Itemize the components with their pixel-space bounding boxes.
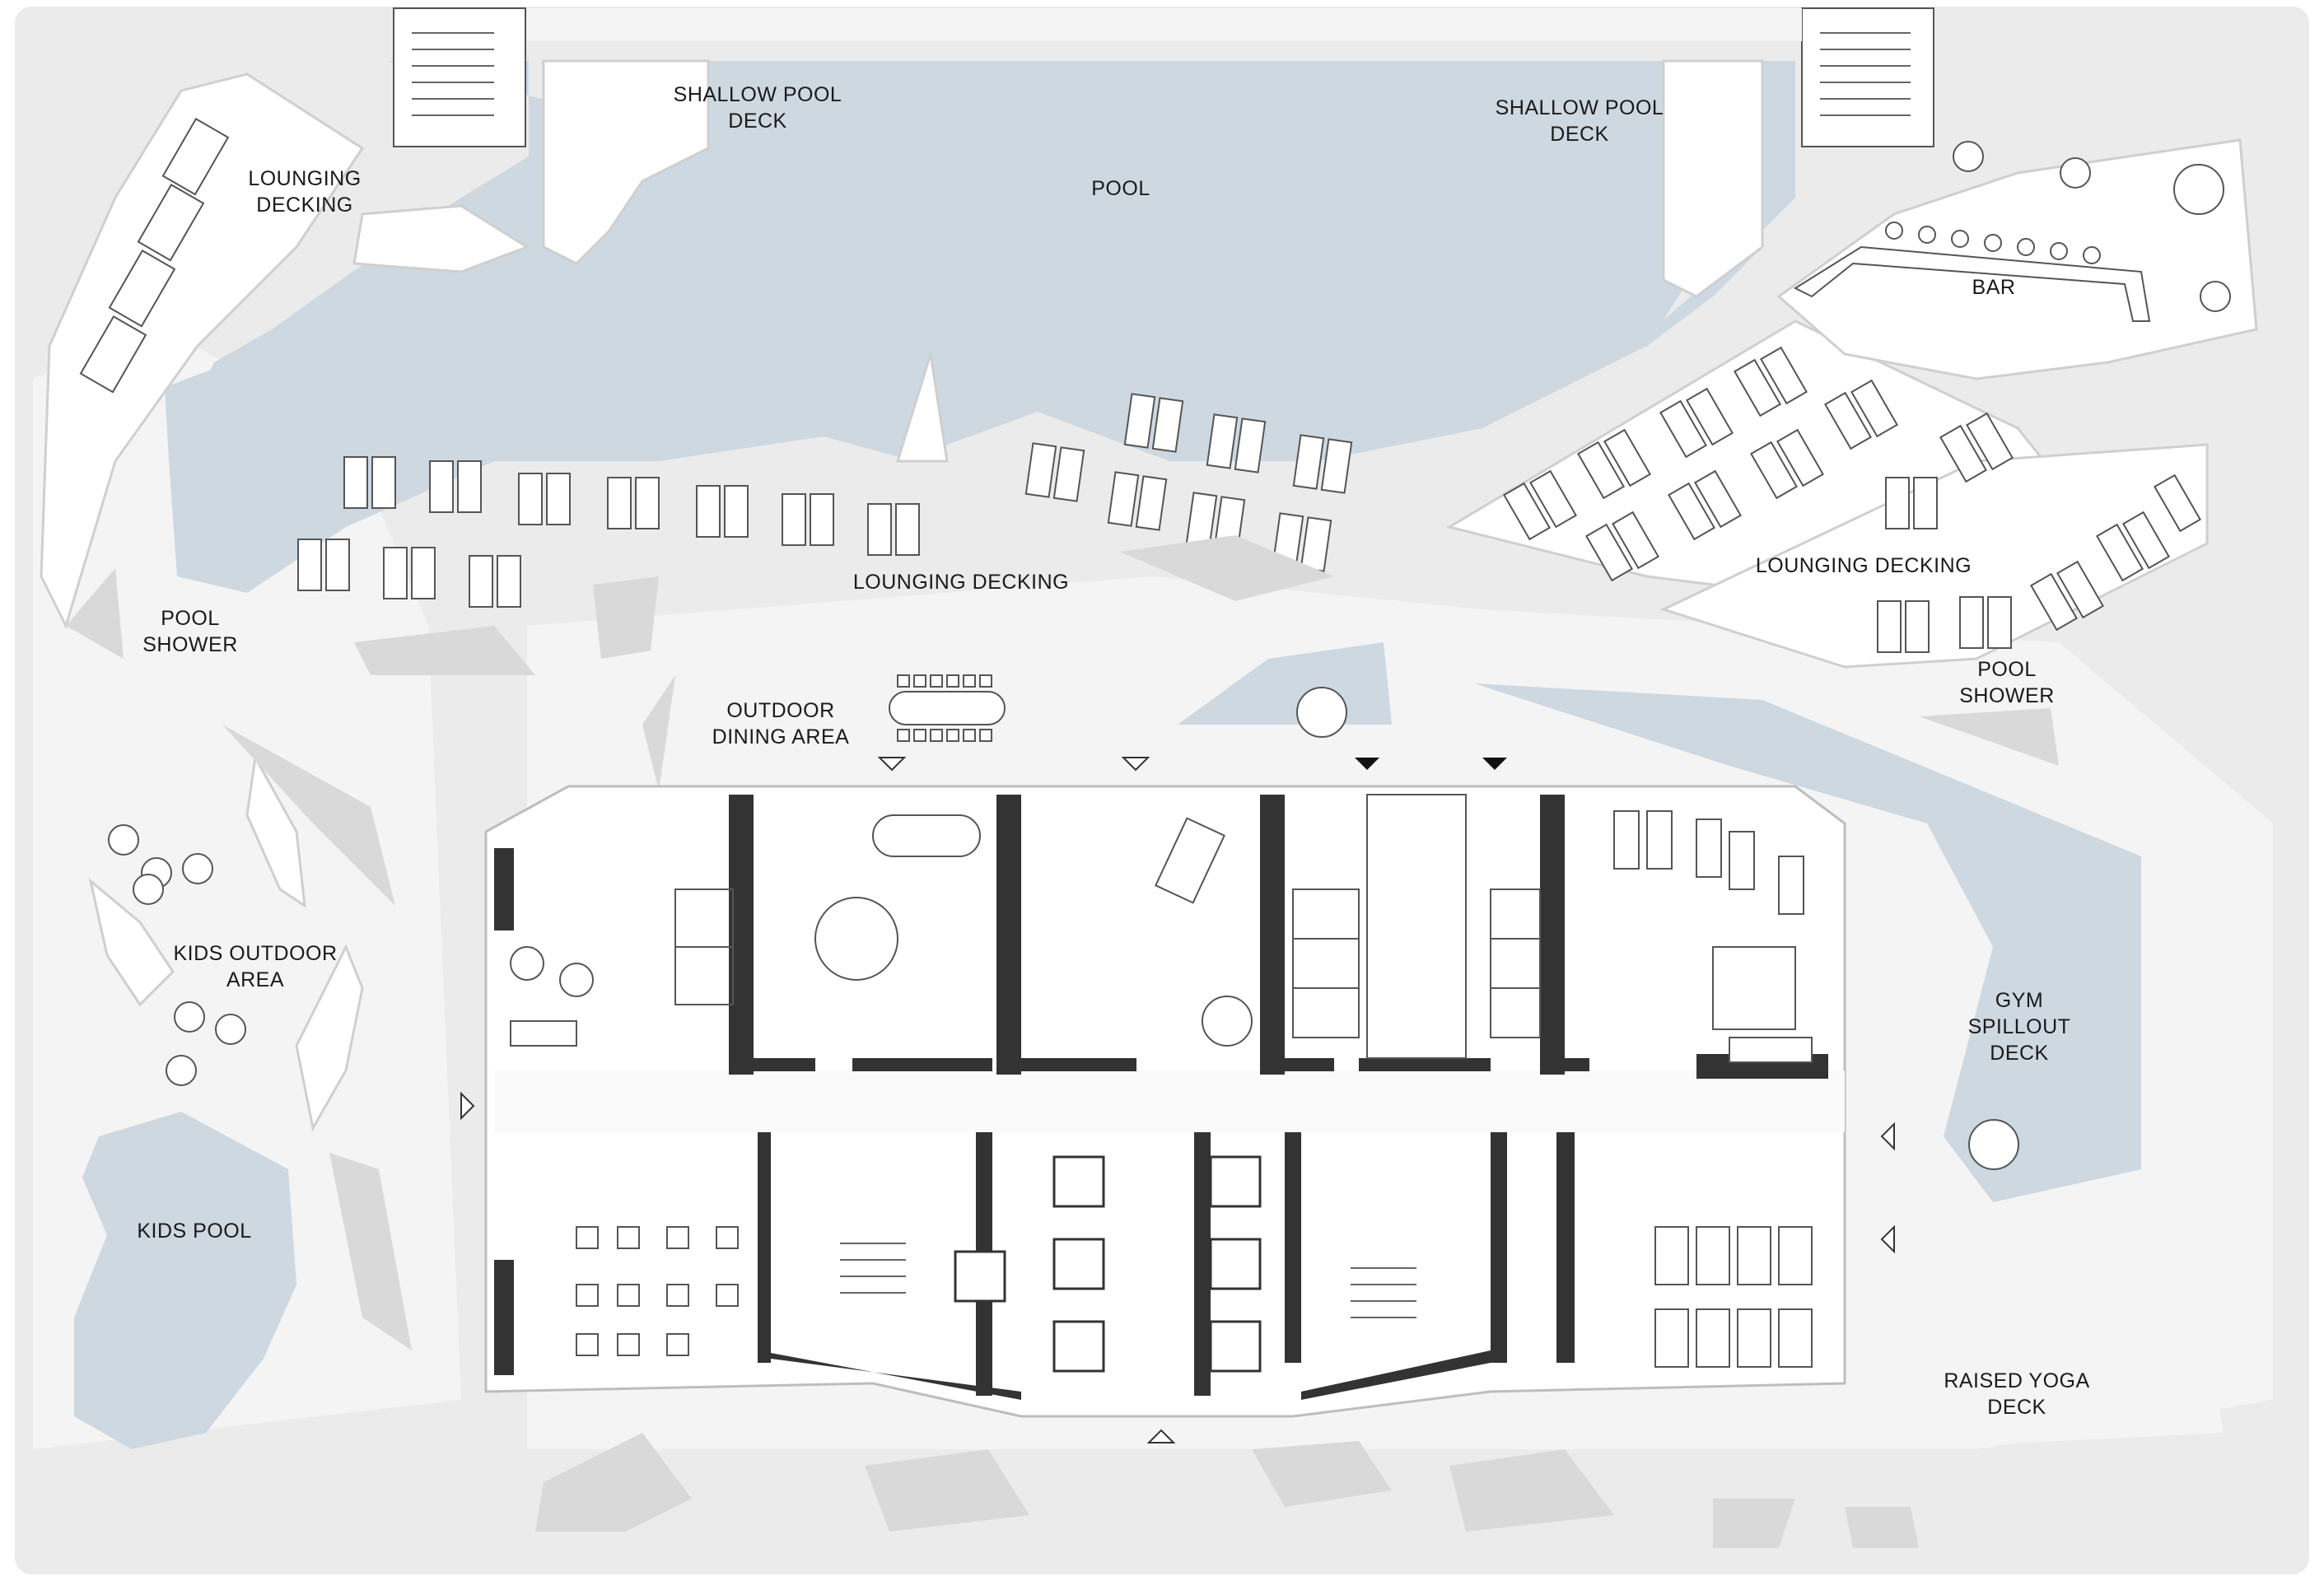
label-kids-outdoor-area: KIDS OUTDOOR [173, 942, 337, 965]
entrance-marker [1880, 1122, 1895, 1151]
label-shallow-pool-deck-w-2: DECK [728, 110, 786, 133]
entrance-marker [1355, 758, 1379, 770]
pool-area [165, 59, 1795, 593]
label-raised-yoga-deck-2: DECK [1987, 1396, 2046, 1419]
label-raised-yoga-deck: RAISED YOGA [1944, 1369, 2089, 1392]
east-lounging-deck [1446, 319, 2209, 669]
label-gym-spillout-2: SPILLOUT [1968, 1015, 2071, 1038]
label-kids-pool: KIDS POOL [137, 1220, 251, 1243]
label-pool-shower-w-2: SHOWER [142, 633, 238, 656]
outdoor-dining [675, 651, 1095, 782]
south-planters [535, 1433, 1919, 1548]
label-shallow-pool-deck-e: SHALLOW POOL [1496, 96, 1664, 119]
label-pool: POOL [1091, 177, 1150, 200]
small-pools [1178, 642, 2141, 1202]
central-loungers [297, 456, 920, 608]
building [484, 785, 1846, 1418]
entrance-marker [1880, 1224, 1895, 1254]
nw-lounging-deck [40, 72, 365, 630]
entrance-marker [1482, 758, 1507, 770]
pool-stairs [393, 7, 1934, 147]
label-pool-shower-w: POOL [161, 607, 219, 630]
label-lounging-decking-east: LOUNGING DECKING [1756, 554, 1972, 577]
label-bar: BAR [1972, 276, 2016, 299]
gym-spillout [1845, 856, 2224, 1449]
middle-loungers [1024, 393, 1353, 572]
label-shallow-pool-deck-e-2: DECK [1550, 123, 1608, 146]
entrance-marker [460, 1091, 475, 1121]
label-outdoor-dining: OUTDOOR [726, 699, 834, 722]
label-outdoor-dining-2: DINING AREA [712, 725, 850, 749]
entrance-markers [460, 757, 1895, 1443]
label-shallow-pool-deck-w: SHALLOW POOL [674, 83, 842, 106]
bar-area [1776, 138, 2258, 380]
label-lounging-decking-nw-2: DECKING [256, 194, 352, 217]
label-gym-spillout-3: DECK [1990, 1042, 2048, 1065]
entrance-marker [877, 757, 907, 772]
entrance-marker [1121, 757, 1150, 772]
planters [66, 535, 2059, 1350]
label-kids-outdoor-area-2: AREA [226, 968, 284, 991]
kids-area [74, 753, 364, 1449]
label-lounging-decking-center: LOUNGING DECKING [853, 571, 1069, 594]
entrance-marker [1146, 1429, 1176, 1443]
kids-pool-water [74, 1112, 296, 1449]
label-pool-shower-e: POOL [1977, 658, 2036, 681]
label-lounging-decking-nw: LOUNGING [248, 167, 361, 190]
label-gym-spillout: GYM [1995, 989, 2043, 1012]
label-pool-shower-e-2: SHOWER [1959, 684, 2055, 707]
map-labels: LOUNGING DECKING SHALLOW POOL DECK POOL … [137, 83, 2089, 1419]
